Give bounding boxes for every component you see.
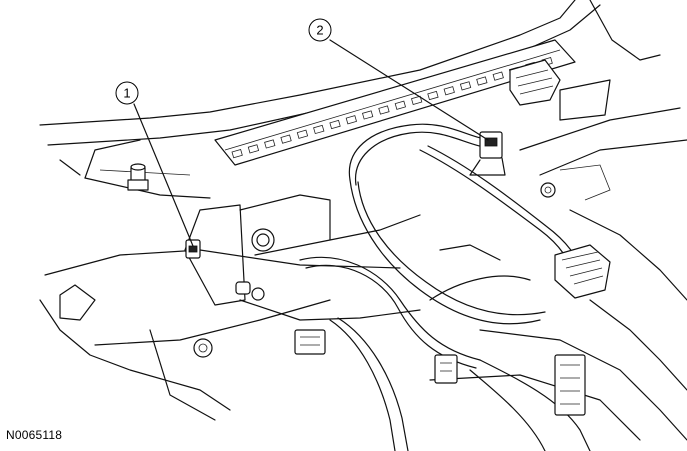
callout-1: 1 xyxy=(115,81,139,105)
connector-lower-center xyxy=(294,329,586,416)
connector-callout-2 xyxy=(469,131,506,176)
rail-slot xyxy=(378,105,390,115)
rail-slot xyxy=(459,81,472,91)
callout-2: 2 xyxy=(308,18,332,42)
leader-lines xyxy=(133,39,489,247)
rail-slot xyxy=(362,110,374,120)
rail-slot xyxy=(247,144,260,154)
rail-slot xyxy=(427,90,439,101)
grommets xyxy=(193,228,275,358)
callout-1-label: 1 xyxy=(123,86,130,101)
rail-slot xyxy=(411,95,423,105)
rail-slot xyxy=(476,76,488,86)
wiring-harness xyxy=(299,123,591,451)
connector-right-large xyxy=(554,244,611,299)
figure-id: N0065118 xyxy=(6,428,63,442)
callout-2-label: 2 xyxy=(316,23,323,38)
frame-bolt xyxy=(127,163,149,191)
rail-slot xyxy=(296,129,309,139)
rail-slot xyxy=(231,149,243,159)
rail-slot xyxy=(492,71,504,81)
lower-track-frame xyxy=(39,194,421,421)
connector-top-right xyxy=(509,59,561,106)
rail-slot xyxy=(313,124,325,135)
rail-slot xyxy=(264,139,276,149)
rail-slot xyxy=(280,134,292,144)
rail-slot xyxy=(345,115,357,125)
rail-slot xyxy=(443,86,455,96)
rail-slot xyxy=(394,100,406,110)
connector-callout-1 xyxy=(185,239,201,259)
slotted-rail xyxy=(214,39,576,166)
seat-frame xyxy=(39,0,661,199)
rail-slot xyxy=(329,119,341,130)
